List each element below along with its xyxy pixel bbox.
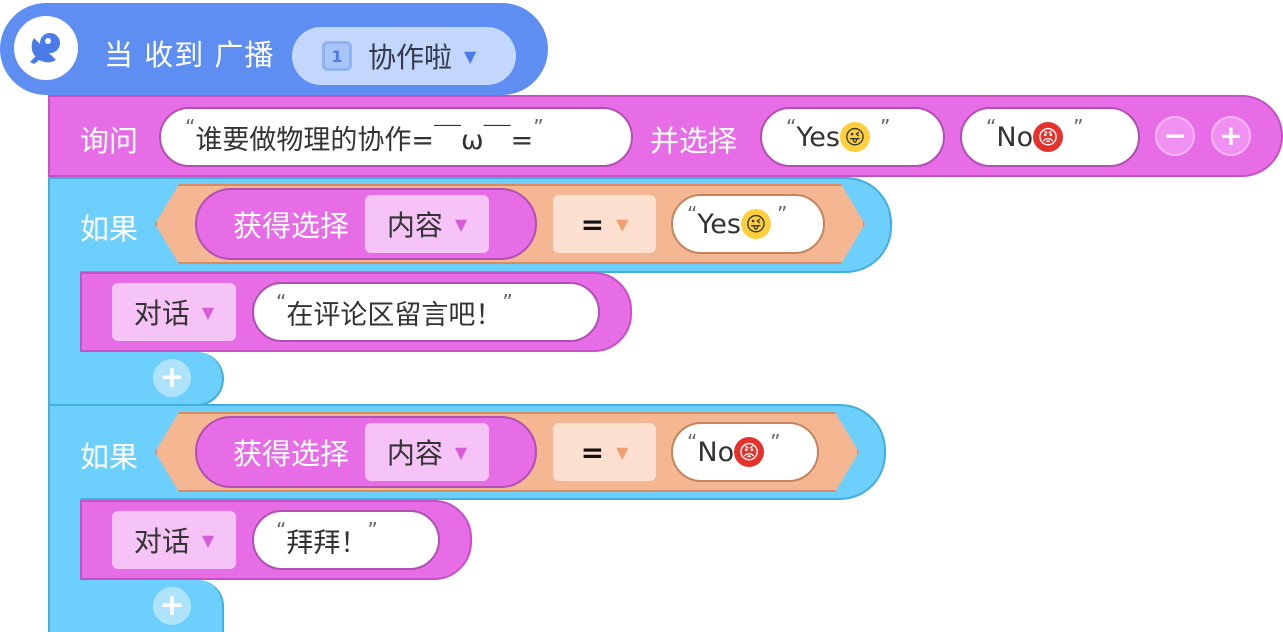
choice-field-dropdown-2[interactable]: 内容 ▼ [365,423,490,481]
angry-emoji-icon: 😡 [734,437,765,467]
get-choice-label-2: 获得选择 [233,437,350,471]
choose-label: 并选择 [650,124,738,158]
broadcast-message-name: 协作啦 [368,41,453,74]
compare-value-input-2[interactable]: “ No 😡 ” [671,422,819,482]
say-text-input-1[interactable]: “ 在评论区留言吧！ ” [252,282,600,342]
hat-icon-circle [14,16,78,80]
chevron-down-icon: ▼ [454,442,468,462]
option-yes-text: Yes [796,121,840,153]
if-block-yes-footer [48,352,224,406]
compare-value-text-1: Yes [697,208,741,240]
get-choice-label-1: 获得选择 [233,209,350,243]
add-else-button-2[interactable]: + [151,585,193,627]
remove-option-button[interactable]: − [1155,116,1195,156]
option-no-input[interactable]: “ No 😡 ” [960,107,1140,167]
add-option-button[interactable]: + [1211,116,1251,156]
chevron-down-icon: ▼ [454,214,468,234]
say-text-2: 拜拜！ [286,527,368,559]
grinning-emoji-icon: 😜 [740,209,771,239]
satellite-dish-icon [30,33,60,64]
chevron-down-icon: ▼ [201,530,215,550]
get-choice-reporter-1[interactable]: 获得选择 内容 ▼ [195,188,537,260]
if-label-1: 如果 [80,212,139,246]
chevron-down-icon: ▼ [201,302,215,322]
chevron-down-icon: ▼ [616,442,629,462]
get-choice-reporter-2[interactable]: 获得选择 内容 ▼ [195,416,537,488]
option-yes-input[interactable]: “ Yes 😜 ” [760,107,945,167]
say-dropdown-2[interactable]: 对话 ▼ [112,511,236,569]
compare-value-text-2: No [697,436,735,468]
question-text: 谁要做物理的协作=￣ω￣= [195,124,534,156]
option-no-text: No [996,121,1034,153]
chevron-down-icon: ▼ [616,214,629,234]
question-input[interactable]: “ 谁要做物理的协作=￣ω￣= ” [159,107,633,167]
ask-label: 询问 [80,124,139,158]
if-label-2: 如果 [80,440,139,474]
say-dropdown-1[interactable]: 对话 ▼ [112,283,236,341]
operator-dropdown-1[interactable]: = ▼ [553,195,656,253]
choice-field-dropdown-1[interactable]: 内容 ▼ [365,195,490,253]
hat-label: 当 收到 广播 [104,38,275,72]
broadcast-message-dropdown[interactable]: 1 协作啦 ▼ [292,27,516,85]
operator-dropdown-2[interactable]: = ▼ [553,423,656,481]
say-text-input-2[interactable]: “ 拜拜！ ” [252,510,440,570]
chevron-down-icon: ▼ [464,46,477,66]
say-text-1: 在评论区留言吧！ [286,299,503,331]
add-else-button-1[interactable]: + [151,357,193,399]
grinning-emoji-icon: 😜 [839,122,870,152]
compare-value-input-1[interactable]: “ Yes 😜 ” [671,194,825,254]
angry-emoji-icon: 😡 [1033,122,1064,152]
message-icon: 1 [322,41,352,71]
if-block-no-footer [48,580,224,632]
